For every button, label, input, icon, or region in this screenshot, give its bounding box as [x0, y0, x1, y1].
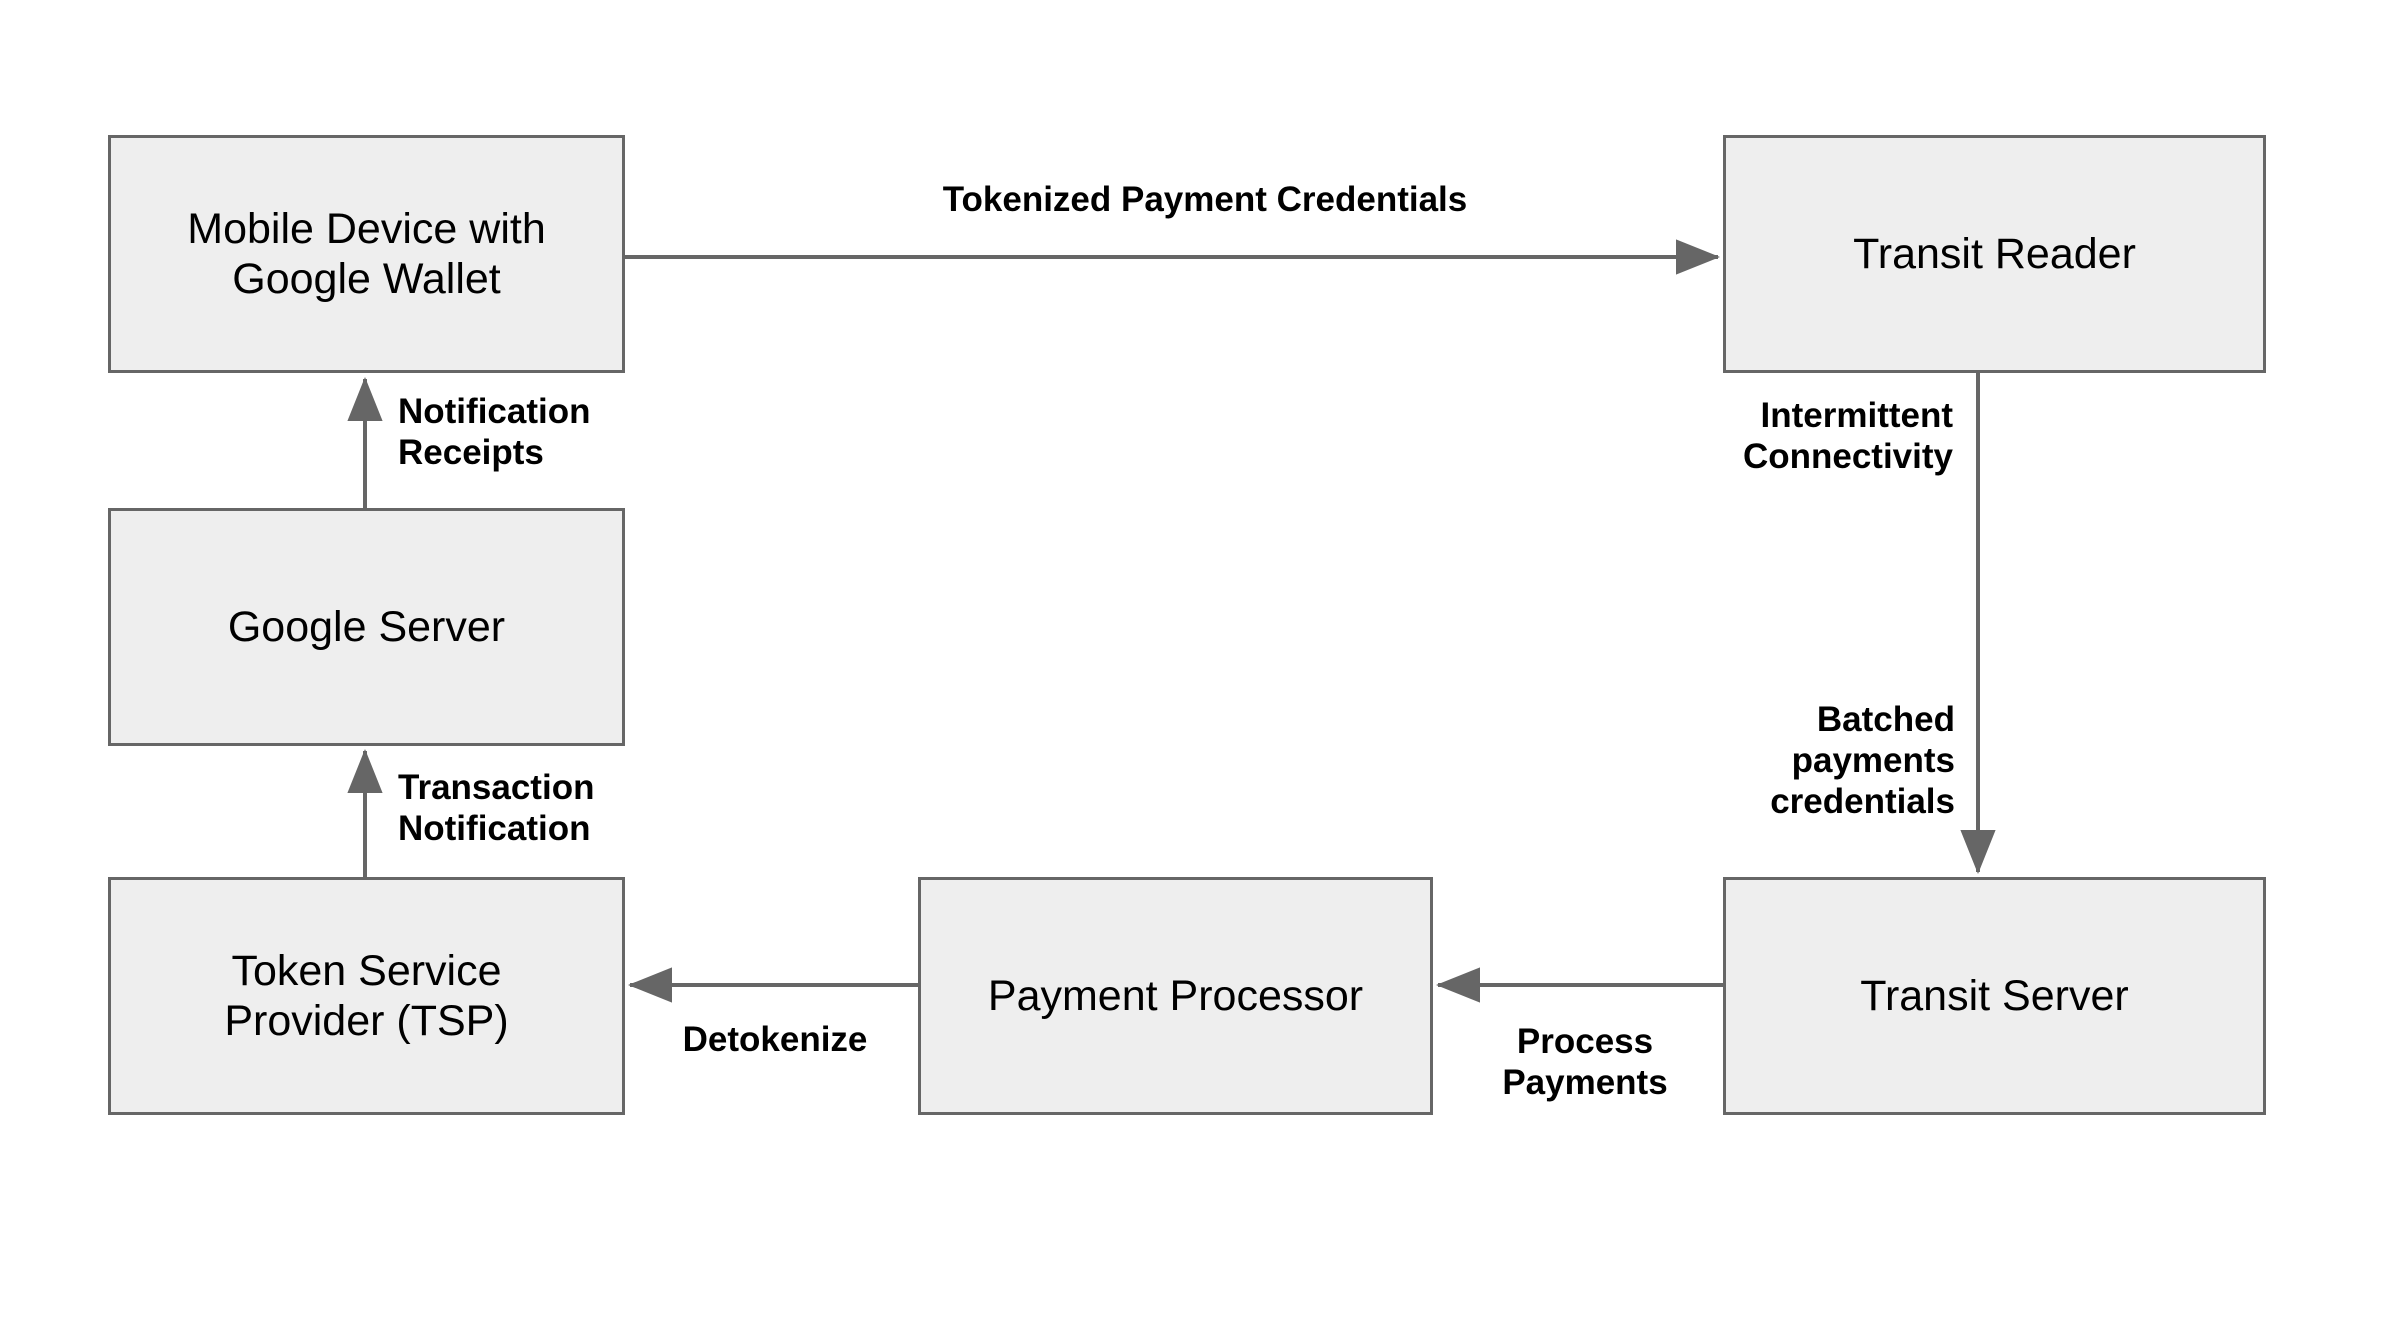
node-mobile-device[interactable]: Mobile Device with Google Wallet	[108, 135, 625, 373]
node-label-mobile-device: Mobile Device with Google Wallet	[187, 204, 546, 303]
edge-label-tokenized-payment-credentials: Tokenized Payment Credentials	[942, 180, 1468, 219]
node-label-google-server: Google Server	[227, 602, 506, 651]
node-transit-reader[interactable]: Transit Reader	[1723, 135, 2266, 373]
edge-label-batched-payments-credentials: Batched payments credentials	[1770, 700, 1955, 821]
node-label-transit-reader: Transit Reader	[1853, 229, 2136, 278]
edge-label-detokenize: Detokenize	[682, 1020, 868, 1059]
node-google-server[interactable]: Google Server	[108, 508, 625, 746]
node-label-payment-processor: Payment Processor	[987, 971, 1364, 1020]
node-token-service-provider[interactable]: Token Service Provider (TSP)	[108, 877, 625, 1115]
edge-label-intermittent-connectivity: Intermittent Connectivity	[1742, 396, 1953, 476]
node-label-transit-server: Transit Server	[1860, 971, 2129, 1020]
node-transit-server[interactable]: Transit Server	[1723, 877, 2266, 1115]
node-label-token-service-provider: Token Service Provider (TSP)	[224, 946, 509, 1045]
edge-label-transaction-notification: Transaction Notification	[398, 768, 595, 848]
node-payment-processor[interactable]: Payment Processor	[918, 877, 1433, 1115]
edge-label-notification-receipts: Notification Receipts	[398, 392, 591, 472]
edge-label-process-payments: Process Payments	[1502, 1022, 1668, 1102]
